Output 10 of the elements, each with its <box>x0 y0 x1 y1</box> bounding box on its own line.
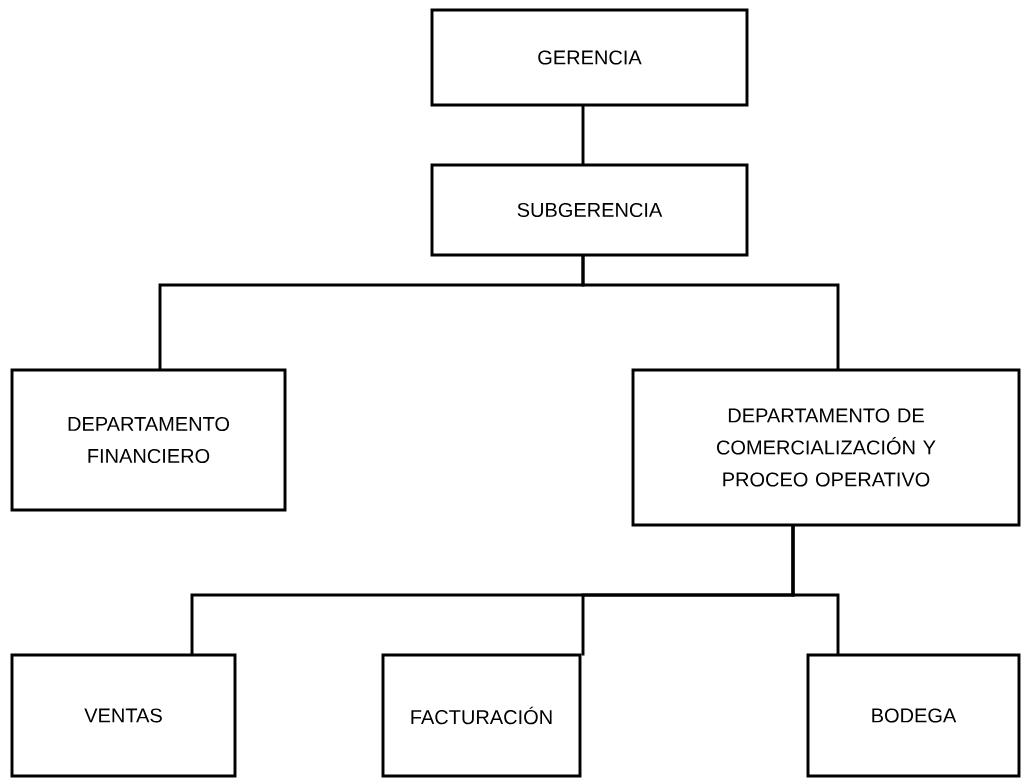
org-box: DEPARTAMENTO FINANCIERO <box>10 368 287 512</box>
org-box: VENTAS <box>10 653 237 778</box>
connector-line <box>581 254 840 371</box>
org-box: SUBGERENCIA <box>430 163 749 257</box>
connector-line <box>791 524 840 656</box>
connector-line <box>581 104 585 166</box>
org-box: BODEGA <box>806 653 1021 778</box>
org-box: FACTURACIÓN <box>381 653 582 778</box>
org-box: DEPARTAMENTO DE COMERCIALIZACIÓN Y PROCEO OPERATIVO <box>631 368 1021 527</box>
org-box: GERENCIA <box>430 8 749 107</box>
